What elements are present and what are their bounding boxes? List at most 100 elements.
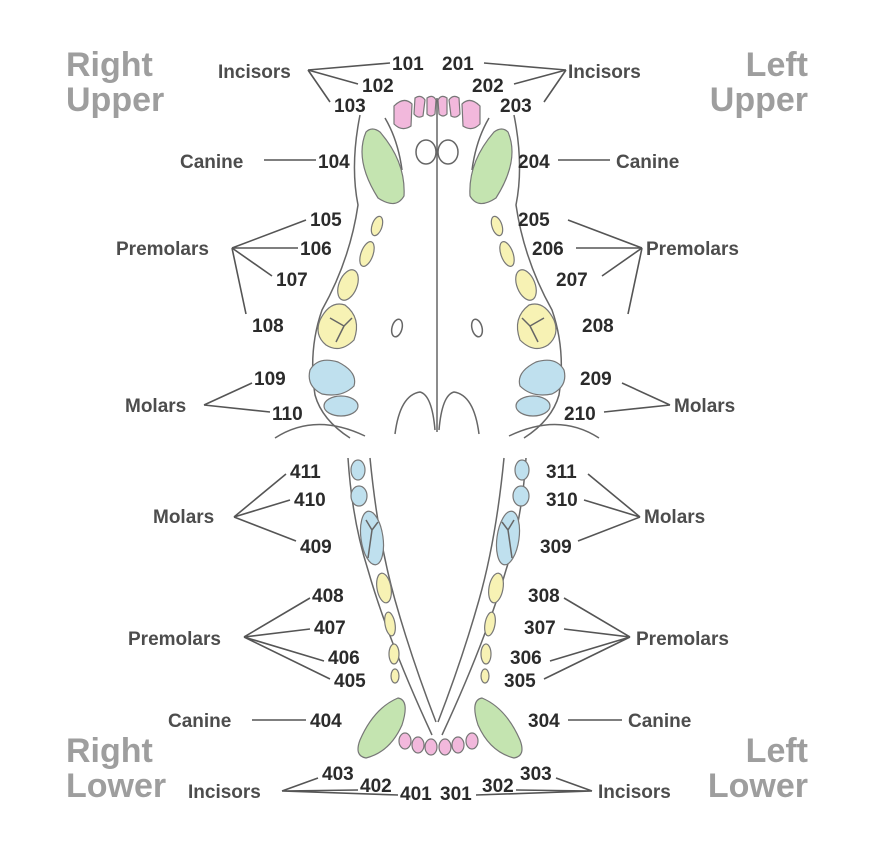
right-lower-subtitle: Lower bbox=[66, 767, 166, 805]
tooth-207 bbox=[515, 269, 537, 301]
tooth-411 bbox=[350, 459, 366, 481]
tooth-307 bbox=[484, 611, 496, 637]
tooth-401 bbox=[424, 738, 438, 756]
tooth-405 bbox=[390, 668, 400, 684]
tooth-407 bbox=[384, 611, 396, 637]
tooth-303 bbox=[465, 732, 479, 750]
num-411: 411 bbox=[290, 462, 321, 483]
tooth-209 bbox=[518, 359, 566, 396]
right-upper-title: Right bbox=[66, 46, 153, 84]
num-402: 402 bbox=[360, 776, 392, 797]
tooth-206 bbox=[499, 241, 515, 267]
num-105: 105 bbox=[310, 210, 342, 231]
tooth-104 bbox=[361, 128, 405, 205]
label-molars-upper-right: Molars bbox=[125, 396, 186, 417]
num-409: 409 bbox=[300, 537, 332, 558]
tooth-311 bbox=[514, 459, 530, 481]
label-premolars-upper-left: Premolars bbox=[646, 239, 739, 260]
num-206: 206 bbox=[532, 239, 564, 260]
tooth-201 bbox=[437, 95, 448, 117]
left-upper-title: Left bbox=[746, 46, 808, 84]
tooth-204 bbox=[469, 128, 513, 205]
tooth-406 bbox=[388, 643, 400, 665]
num-306: 306 bbox=[510, 648, 542, 669]
right-lower-title: Right bbox=[66, 732, 153, 770]
tooth-108 bbox=[317, 303, 358, 350]
num-107: 107 bbox=[276, 270, 308, 291]
num-311: 311 bbox=[546, 462, 577, 483]
tooth-404 bbox=[357, 697, 406, 759]
num-203: 203 bbox=[500, 96, 532, 117]
tooth-205 bbox=[490, 215, 504, 237]
num-104: 104 bbox=[318, 152, 350, 173]
tooth-310 bbox=[512, 485, 530, 507]
tooth-403 bbox=[398, 732, 412, 750]
label-incisors-upper-left: Incisors bbox=[568, 62, 641, 83]
label-premolars-lower-right: Premolars bbox=[128, 629, 221, 650]
num-302: 302 bbox=[482, 776, 514, 797]
tooth-110 bbox=[323, 395, 359, 417]
tooth-108-root bbox=[329, 317, 353, 343]
num-305: 305 bbox=[504, 671, 536, 692]
tooth-203 bbox=[461, 99, 481, 130]
label-incisors-lower-left: Incisors bbox=[598, 782, 671, 803]
label-molars-upper-left: Molars bbox=[674, 396, 735, 417]
num-307: 307 bbox=[524, 618, 556, 639]
tooth-109 bbox=[308, 359, 356, 396]
num-406: 406 bbox=[328, 648, 360, 669]
lower-premolars bbox=[376, 572, 504, 684]
tooth-202 bbox=[448, 95, 461, 118]
left-upper-subtitle: Upper bbox=[710, 81, 808, 119]
upper-molars bbox=[308, 359, 566, 417]
tooth-402 bbox=[411, 736, 425, 754]
num-309: 309 bbox=[540, 537, 572, 558]
label-incisors-upper-right: Incisors bbox=[218, 62, 291, 83]
tooth-305 bbox=[480, 668, 490, 684]
label-canine-upper-right: Canine bbox=[180, 152, 243, 173]
num-408: 408 bbox=[312, 586, 344, 607]
num-209: 209 bbox=[580, 369, 612, 390]
tooth-410 bbox=[350, 485, 368, 507]
num-204: 204 bbox=[518, 152, 550, 173]
tooth-103 bbox=[393, 99, 413, 130]
num-207: 207 bbox=[556, 270, 588, 291]
tooth-408 bbox=[376, 572, 392, 604]
leader-lines bbox=[203, 62, 671, 796]
num-310: 310 bbox=[546, 490, 578, 511]
label-incisors-lower-right: Incisors bbox=[188, 782, 261, 803]
tooth-409-root bbox=[365, 519, 379, 559]
num-308: 308 bbox=[528, 586, 560, 607]
num-201: 201 bbox=[442, 54, 474, 75]
num-101: 101 bbox=[392, 54, 424, 75]
num-301: 301 bbox=[440, 784, 472, 805]
num-208: 208 bbox=[582, 316, 614, 337]
num-109: 109 bbox=[254, 369, 286, 390]
num-407: 407 bbox=[314, 618, 346, 639]
lower-canines bbox=[357, 697, 523, 759]
num-106: 106 bbox=[300, 239, 332, 260]
tooth-308 bbox=[488, 572, 504, 604]
tooth-304 bbox=[474, 697, 523, 759]
label-canine-upper-left: Canine bbox=[616, 152, 679, 173]
tooth-306 bbox=[480, 643, 492, 665]
tooth-208-root bbox=[521, 317, 545, 343]
tooth-101 bbox=[426, 95, 437, 117]
tooth-210 bbox=[515, 395, 551, 417]
num-210: 210 bbox=[564, 404, 596, 425]
num-102: 102 bbox=[362, 76, 394, 97]
tooth-302 bbox=[451, 736, 465, 754]
tooth-409 bbox=[359, 510, 385, 566]
num-103: 103 bbox=[334, 96, 366, 117]
left-lower-subtitle: Lower bbox=[708, 767, 808, 805]
num-405: 405 bbox=[334, 671, 366, 692]
num-404: 404 bbox=[310, 711, 342, 732]
tooth-301 bbox=[438, 738, 452, 756]
tooth-309 bbox=[495, 510, 521, 566]
upper-canines bbox=[361, 128, 513, 205]
num-110: 110 bbox=[272, 404, 303, 425]
num-403: 403 bbox=[322, 764, 354, 785]
upper-jaw-outline bbox=[274, 98, 600, 439]
tooth-208 bbox=[516, 303, 557, 350]
right-upper-subtitle: Upper bbox=[66, 81, 164, 119]
